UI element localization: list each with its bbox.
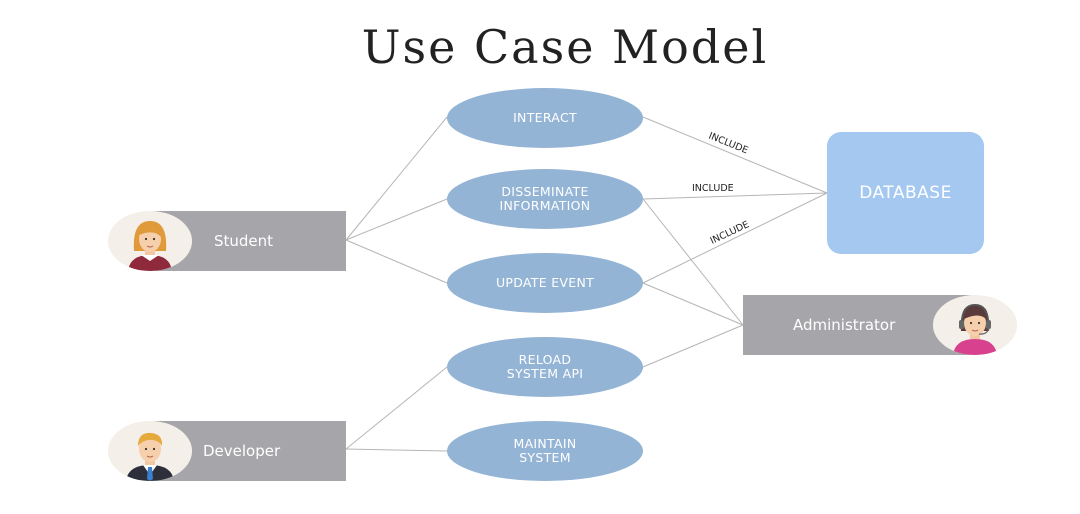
use-case-reload-system-api: RELOAD SYSTEM API [447,337,643,397]
connector-developer-reload [345,366,448,450]
connector-admin-update [642,282,744,326]
connector-developer-maintain [345,448,448,452]
connector-student-interact [345,116,448,241]
actor-student-label: Student [214,232,274,250]
connector-admin-reload [642,324,744,368]
use-case-maintain-system: MAINTAIN SYSTEM [447,421,643,481]
connector-disseminate-db [642,192,828,200]
connector-interact-db [642,116,828,194]
female-student-avatar-icon [108,211,192,271]
female-headset-admin-avatar-icon [933,295,1017,355]
include-label-disseminate: INCLUDE [692,183,734,194]
connector-student-disseminate [345,198,448,241]
database-node: DATABASE [827,132,984,254]
actor-developer-label: Developer [203,442,281,460]
actor-administrator-label: Administrator [793,316,896,334]
use-case-interact: INTERACT [447,88,643,148]
diagram-title: Use Case Model [361,20,769,74]
connector-update-db [642,192,828,284]
connector-admin-disseminate [642,198,744,326]
use-case-disseminate-information: DISSEMINATE INFORMATION [447,169,643,229]
connector-student-update [345,239,448,284]
male-developer-avatar-icon [108,421,192,481]
use-case-update-event: UPDATE EVENT [447,253,643,313]
